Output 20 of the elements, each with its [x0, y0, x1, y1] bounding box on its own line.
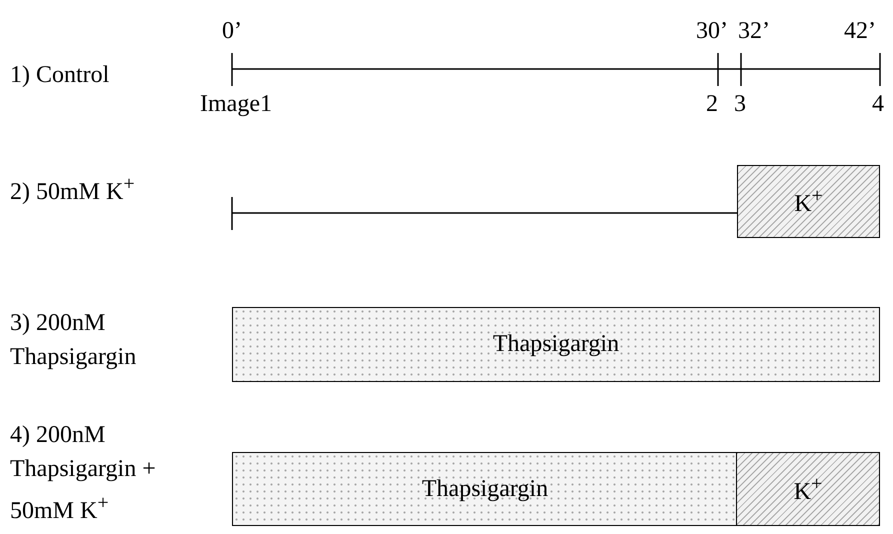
image-number: 4	[872, 90, 884, 119]
thapsigargin-box	[232, 452, 738, 526]
time-label: 32’	[738, 17, 770, 46]
image-label: Image1	[200, 90, 272, 119]
box-label: K$^{+}$	[794, 185, 823, 218]
condition-label: 1) Control	[10, 61, 110, 90]
box-label: Thapsigargin	[422, 476, 548, 502]
box-label: K$^{+}$	[794, 472, 822, 506]
thapsigargin-box	[232, 307, 880, 382]
condition-label: 2) 50mM K$^{+}$	[10, 172, 135, 207]
time-label: 42’	[844, 17, 876, 46]
potassium-box	[736, 452, 880, 526]
condition-label: 4) 200nM Thapsigargin + 50mM K$^{+}$	[10, 421, 157, 526]
image-number: 2	[706, 90, 718, 119]
time-label: 30’	[696, 17, 728, 46]
potassium-box	[737, 165, 880, 238]
condition-label: 3) 200nM Thapsigargin	[10, 309, 138, 372]
box-label: Thapsigargin	[492, 331, 620, 358]
time-label: 0’	[222, 17, 242, 46]
image-number: 3	[734, 90, 746, 119]
